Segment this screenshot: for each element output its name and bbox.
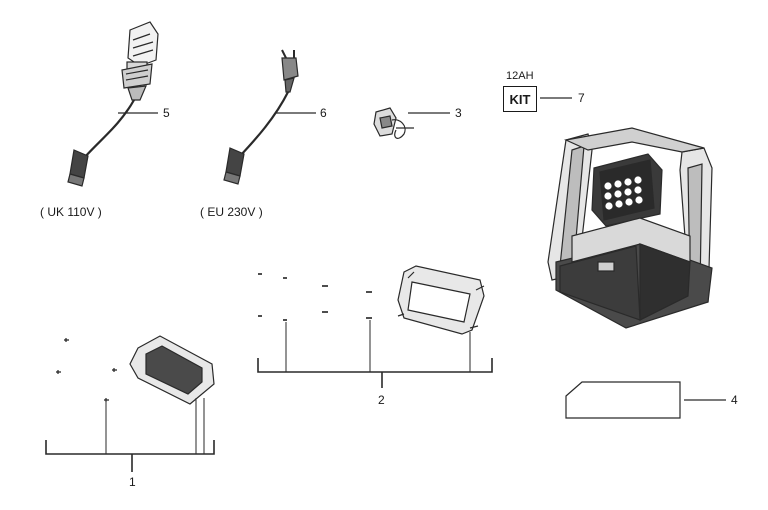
bracket-part-2: [257, 320, 493, 388]
clip-part: [373, 107, 414, 139]
kit-capacity-label: 12AH: [506, 70, 534, 82]
kit-badge: KIT: [503, 86, 537, 112]
callout-6: 6: [320, 106, 327, 120]
callout-4: 4: [731, 393, 738, 407]
bracket-part-1: [45, 398, 215, 472]
work-light: [547, 127, 713, 329]
label-sheet: [565, 381, 681, 419]
callout-2: 2: [378, 393, 385, 407]
caption-uk-110v: ( UK 110V ): [40, 205, 102, 219]
callout-1: 1: [129, 475, 136, 489]
uk-110v-cable: [67, 21, 159, 187]
screws-part-1: [56, 338, 117, 402]
callout-7: 7: [578, 91, 585, 105]
small-frame: [129, 335, 215, 405]
lamp-led-grid: [604, 176, 643, 210]
callout-3: 3: [455, 106, 462, 120]
callout-5: 5: [163, 106, 170, 120]
eu-230v-cable: [223, 49, 299, 185]
caption-eu-230v: ( EU 230V ): [200, 205, 263, 219]
large-frame: [397, 265, 485, 335]
screws-part-2: [258, 273, 372, 321]
